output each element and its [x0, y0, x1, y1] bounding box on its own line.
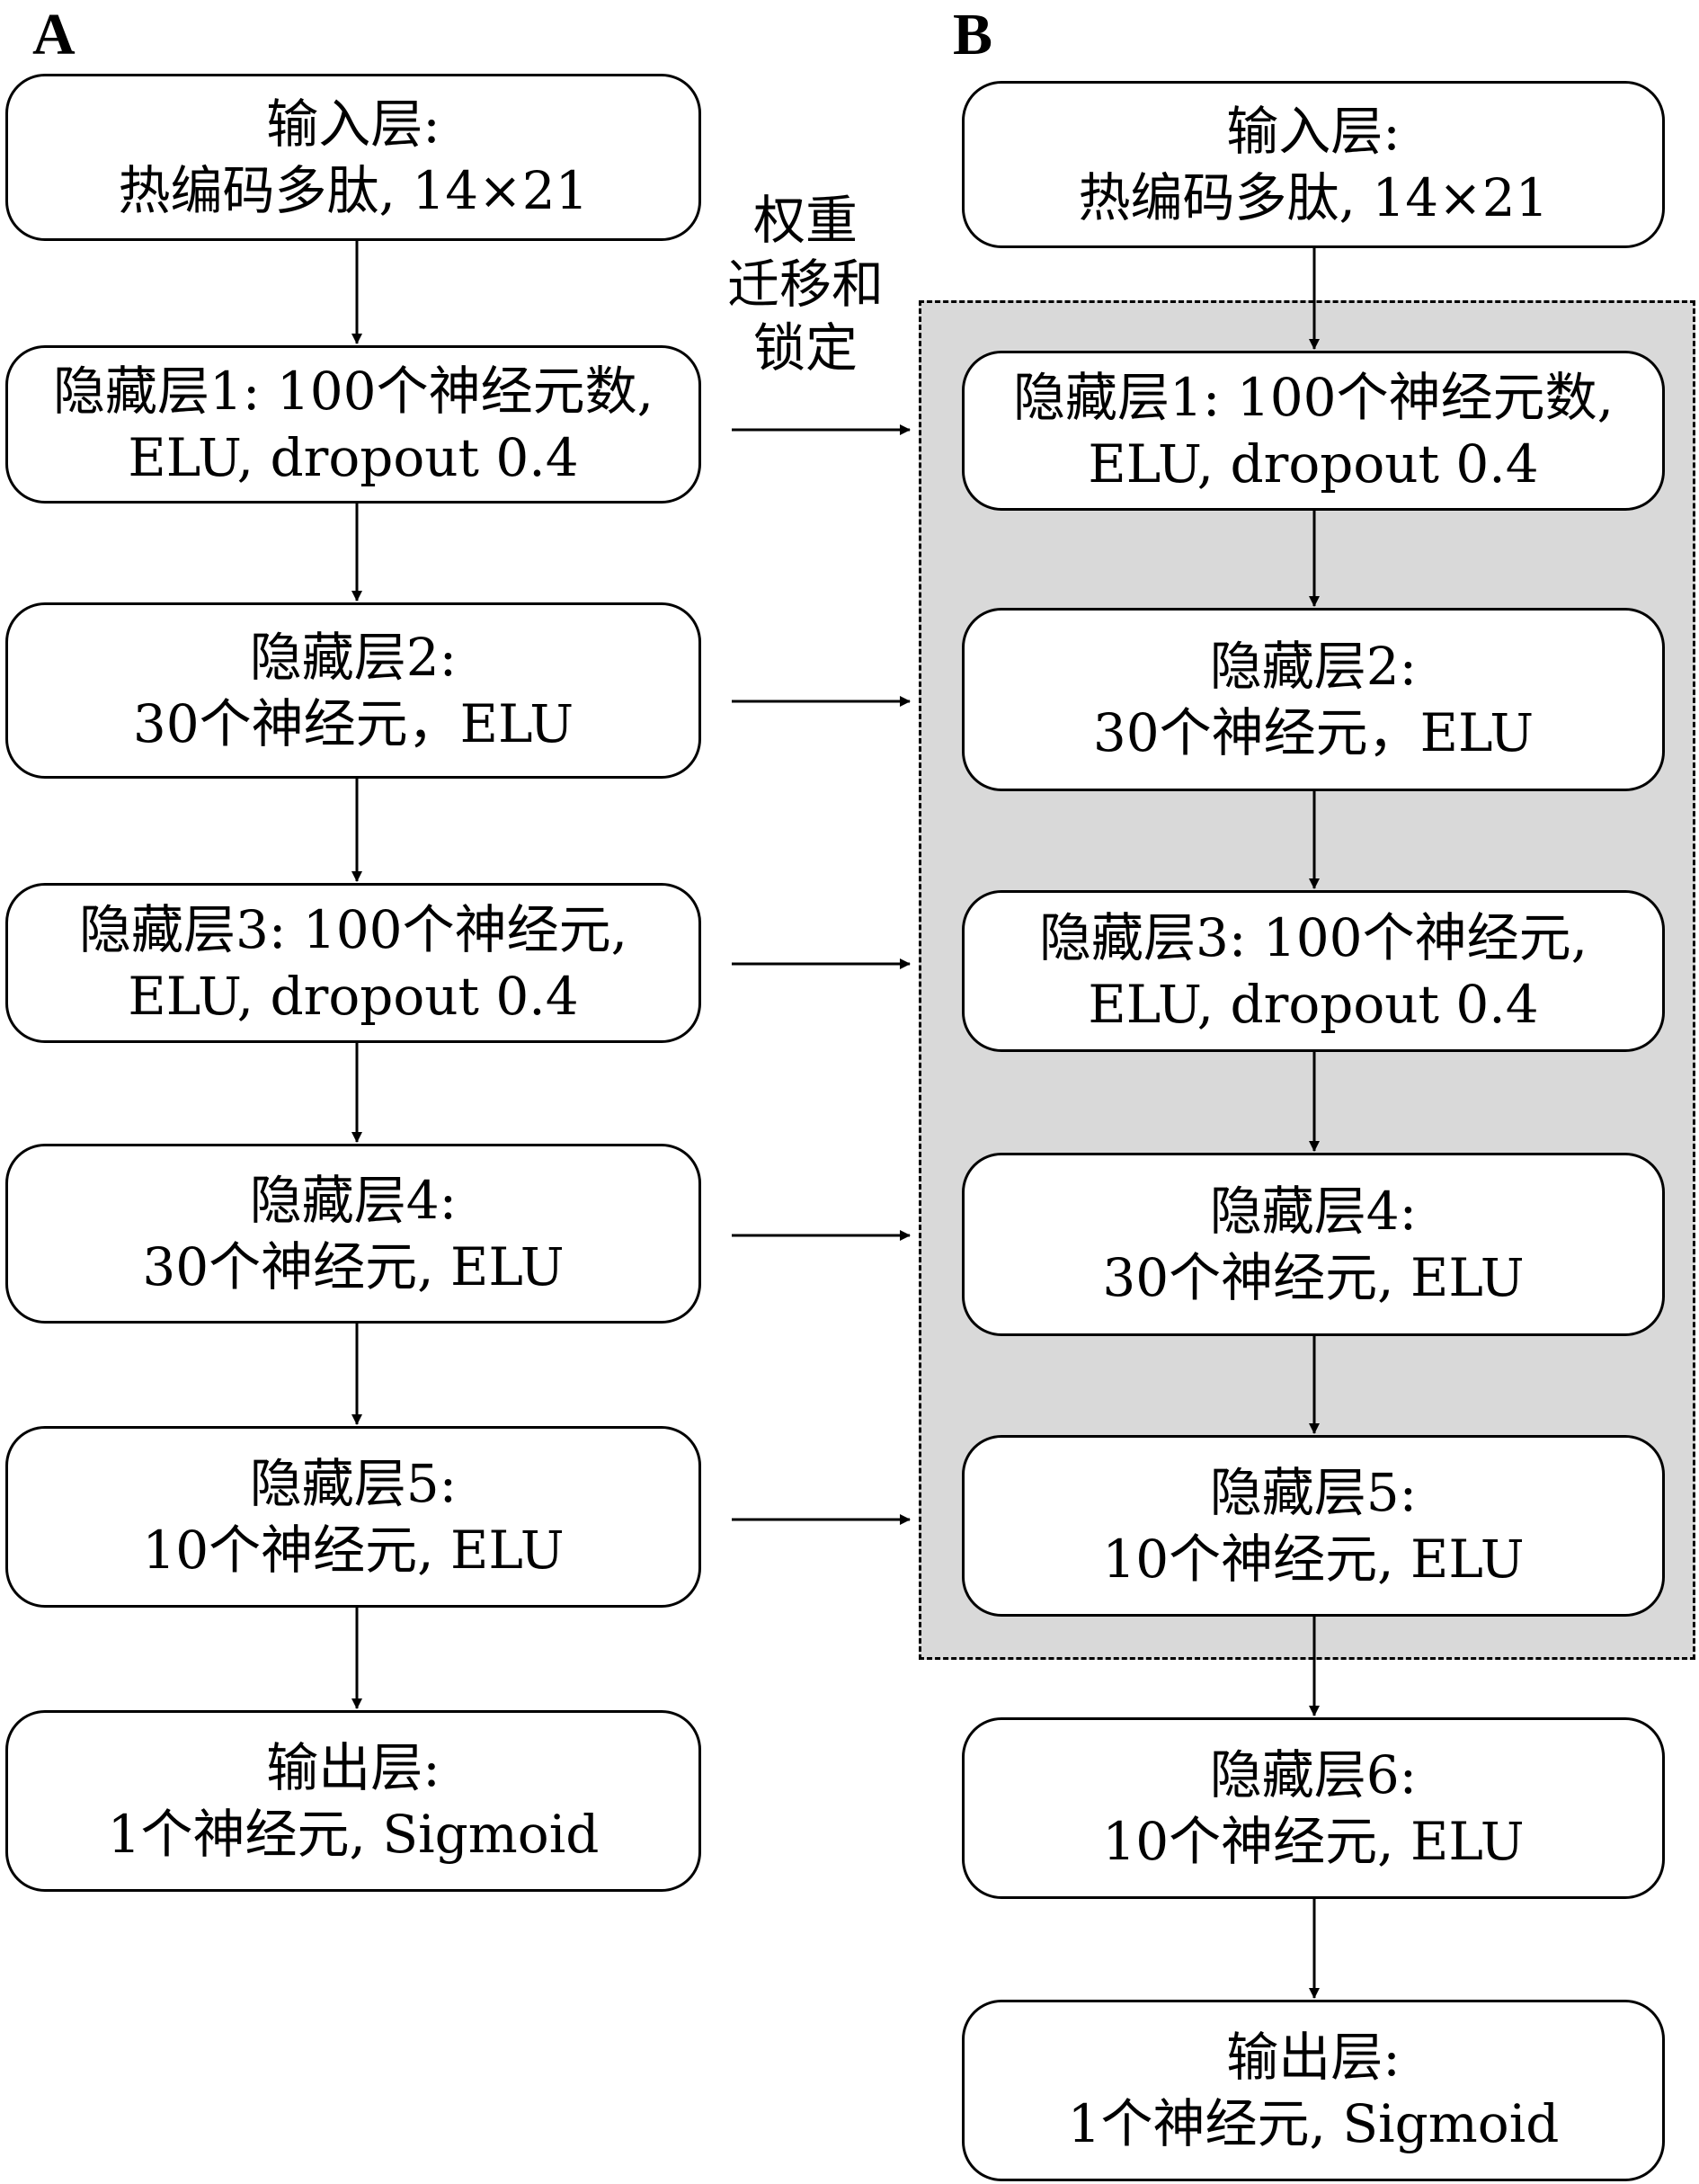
- a-hidden-layer-2-title: 隐藏层2:: [249, 626, 458, 688]
- a-hidden-layer-1-detail: ELU, dropout 0.4: [128, 427, 579, 488]
- panel-b-label: B: [953, 2, 993, 67]
- a-output-layer-detail: 1个神经元, Sigmoid: [107, 1804, 600, 1865]
- weight-transfer-note-line1: 权重: [752, 190, 858, 251]
- b-output-layer-detail: 1个神经元, Sigmoid: [1067, 2093, 1560, 2154]
- b-hidden-layer-4-detail: 30个神经元, ELU: [1102, 1247, 1525, 1308]
- a-hidden-layer-1: 隐藏层1: 100个神经元数, ELU, dropout 0.4: [5, 345, 701, 504]
- a-hidden-layer-4-detail: 30个神经元, ELU: [142, 1236, 565, 1297]
- b-hidden-layer-3-title: 隐藏层3: 100个神经元,: [1038, 906, 1588, 968]
- a-hidden-layer-4-title: 隐藏层4:: [249, 1169, 458, 1231]
- a-hidden-layer-3: 隐藏层3: 100个神经元, ELU, dropout 0.4: [5, 883, 701, 1043]
- b-hidden-layer-3-detail: ELU, dropout 0.4: [1088, 974, 1539, 1035]
- b-hidden-layer-2-detail: 30个神经元，ELU: [1092, 702, 1534, 763]
- b-hidden-layer-2-title: 隐藏层2:: [1209, 635, 1418, 697]
- b-hidden-layer-4: 隐藏层4: 30个神经元, ELU: [962, 1153, 1665, 1336]
- a-hidden-layer-5-detail: 10个神经元, ELU: [142, 1520, 565, 1581]
- b-hidden-layer-1: 隐藏层1: 100个神经元数, ELU, dropout 0.4: [962, 351, 1665, 511]
- b-hidden-layer-1-detail: ELU, dropout 0.4: [1088, 433, 1539, 495]
- b-output-layer-title: 输出层:: [1226, 2026, 1401, 2088]
- weight-transfer-note-line3: 锁定: [752, 316, 858, 379]
- a-input-layer: 输入层: 热编码多肽, 14×21: [5, 74, 701, 241]
- b-hidden-layer-5-detail: 10个神经元, ELU: [1102, 1529, 1525, 1590]
- b-hidden-layer-3: 隐藏层3: 100个神经元, ELU, dropout 0.4: [962, 890, 1665, 1052]
- b-output-layer: 输出层: 1个神经元, Sigmoid: [962, 2000, 1665, 2181]
- a-input-layer-title: 输入层:: [266, 93, 440, 155]
- b-hidden-layer-6: 隐藏层6: 10个神经元, ELU: [962, 1717, 1665, 1899]
- b-hidden-layer-6-title: 隐藏层6:: [1209, 1743, 1418, 1805]
- a-input-layer-detail: 热编码多肽, 14×21: [118, 160, 589, 221]
- b-input-layer: 输入层: 热编码多肽, 14×21: [962, 81, 1665, 248]
- b-hidden-layer-5-title: 隐藏层5:: [1209, 1461, 1418, 1523]
- b-hidden-layer-5: 隐藏层5: 10个神经元, ELU: [962, 1435, 1665, 1617]
- a-hidden-layer-5-title: 隐藏层5:: [249, 1452, 458, 1514]
- b-hidden-layer-1-title: 隐藏层1: 100个神经元数,: [1012, 366, 1614, 428]
- b-hidden-layer-4-title: 隐藏层4:: [1209, 1180, 1418, 1242]
- a-hidden-layer-3-title: 隐藏层3: 100个神经元,: [78, 898, 628, 960]
- panel-a-label: A: [32, 2, 76, 67]
- b-input-layer-title: 输入层:: [1226, 100, 1401, 162]
- a-hidden-layer-5: 隐藏层5: 10个神经元, ELU: [5, 1426, 701, 1608]
- weight-transfer-note-line2: 迁移和: [726, 253, 884, 315]
- b-input-layer-detail: 热编码多肽, 14×21: [1078, 167, 1549, 228]
- b-hidden-layer-2: 隐藏层2: 30个神经元，ELU: [962, 608, 1665, 791]
- b-hidden-layer-6-detail: 10个神经元, ELU: [1102, 1811, 1525, 1872]
- a-output-layer-title: 输出层:: [266, 1736, 440, 1798]
- a-hidden-layer-2-detail: 30个神经元，ELU: [132, 693, 574, 754]
- a-hidden-layer-2: 隐藏层2: 30个神经元，ELU: [5, 602, 701, 779]
- weight-transfer-note: 权重 迁移和 锁定: [707, 189, 904, 379]
- a-hidden-layer-1-title: 隐藏层1: 100个神经元数,: [52, 360, 654, 422]
- a-hidden-layer-4: 隐藏层4: 30个神经元, ELU: [5, 1144, 701, 1324]
- a-output-layer: 输出层: 1个神经元, Sigmoid: [5, 1710, 701, 1892]
- a-hidden-layer-3-detail: ELU, dropout 0.4: [128, 966, 579, 1027]
